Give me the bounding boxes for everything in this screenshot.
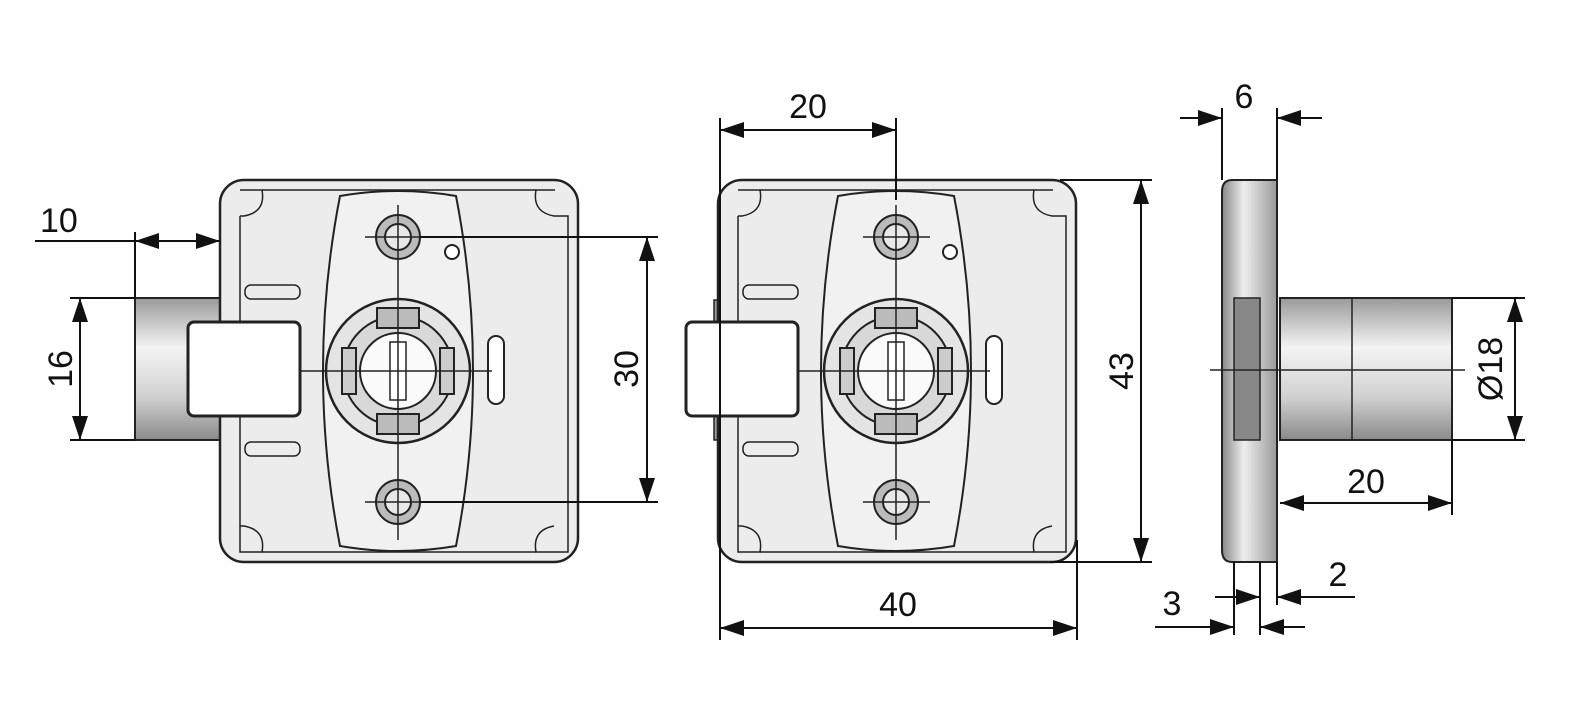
- dim-flange-thickness: 6: [1235, 78, 1254, 116]
- dim-plate: 3: [1163, 585, 1182, 623]
- dim-bolt-offset: 10: [40, 202, 78, 240]
- dim-gap: 2: [1329, 556, 1348, 594]
- dim-center-offset: 20: [789, 88, 827, 126]
- rear-view: 20 40 43: [684, 88, 1152, 640]
- dim-cylinder-diameter: Ø18: [1472, 337, 1510, 401]
- dim-screw-spacing: 30: [608, 350, 646, 388]
- dim-height: 43: [1103, 352, 1141, 390]
- side-view: 6 Ø18 20 2 3: [1155, 78, 1525, 635]
- front-view: 10 16 30: [35, 178, 658, 564]
- dim-width: 40: [879, 586, 917, 624]
- dim-cylinder-length: 20: [1347, 463, 1385, 501]
- lock-body-rear: [684, 178, 1078, 564]
- cylinder: [1279, 297, 1453, 441]
- dim-bolt-height: 16: [42, 350, 80, 388]
